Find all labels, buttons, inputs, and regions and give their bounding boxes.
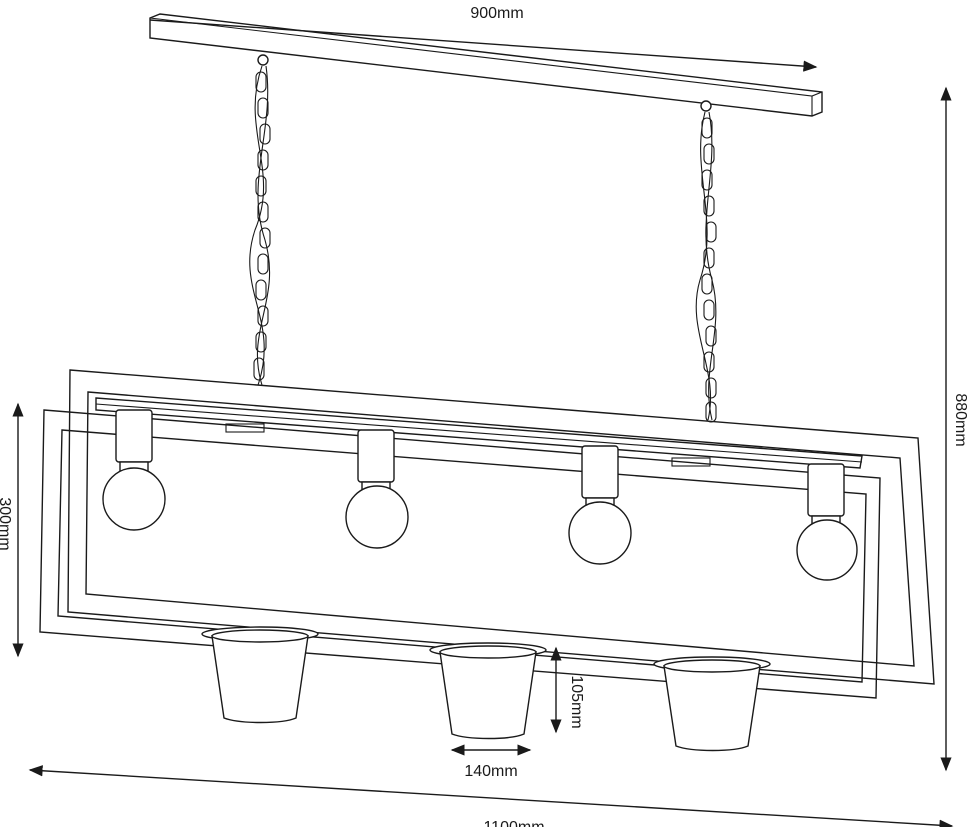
- bulb-4: [796, 463, 858, 581]
- pot-3: [653, 656, 771, 752]
- bulb-3: [568, 445, 632, 565]
- dimension-frame-height: 300mm: [0, 402, 24, 658]
- front-frame: [67, 369, 935, 685]
- dimension-pot-height: 105mm: [550, 646, 585, 734]
- label-total-height: 880mm: [952, 393, 969, 446]
- label-pot-width: 140mm: [464, 763, 517, 780]
- label-frame-height: 300mm: [0, 497, 13, 550]
- label-canopy-width: 900mm: [470, 5, 523, 22]
- dimension-total-width: 1100mm: [28, 765, 954, 827]
- pot-2: [429, 642, 547, 740]
- label-total-width: 1100mm: [483, 819, 544, 827]
- pot-1: [201, 626, 319, 724]
- right-chain: [695, 111, 717, 423]
- label-pot-height: 105mm: [568, 675, 585, 728]
- dimension-pot-width: 140mm: [450, 744, 532, 780]
- ceiling-canopy: [149, 13, 823, 117]
- dimension-canopy-width: 900mm: [149, 5, 818, 72]
- left-chain: [249, 65, 271, 386]
- bulb-rail: [95, 397, 863, 469]
- bulb-1: [102, 409, 166, 531]
- bulb-2: [345, 429, 409, 549]
- dimension-total-height: 880mm: [940, 86, 969, 772]
